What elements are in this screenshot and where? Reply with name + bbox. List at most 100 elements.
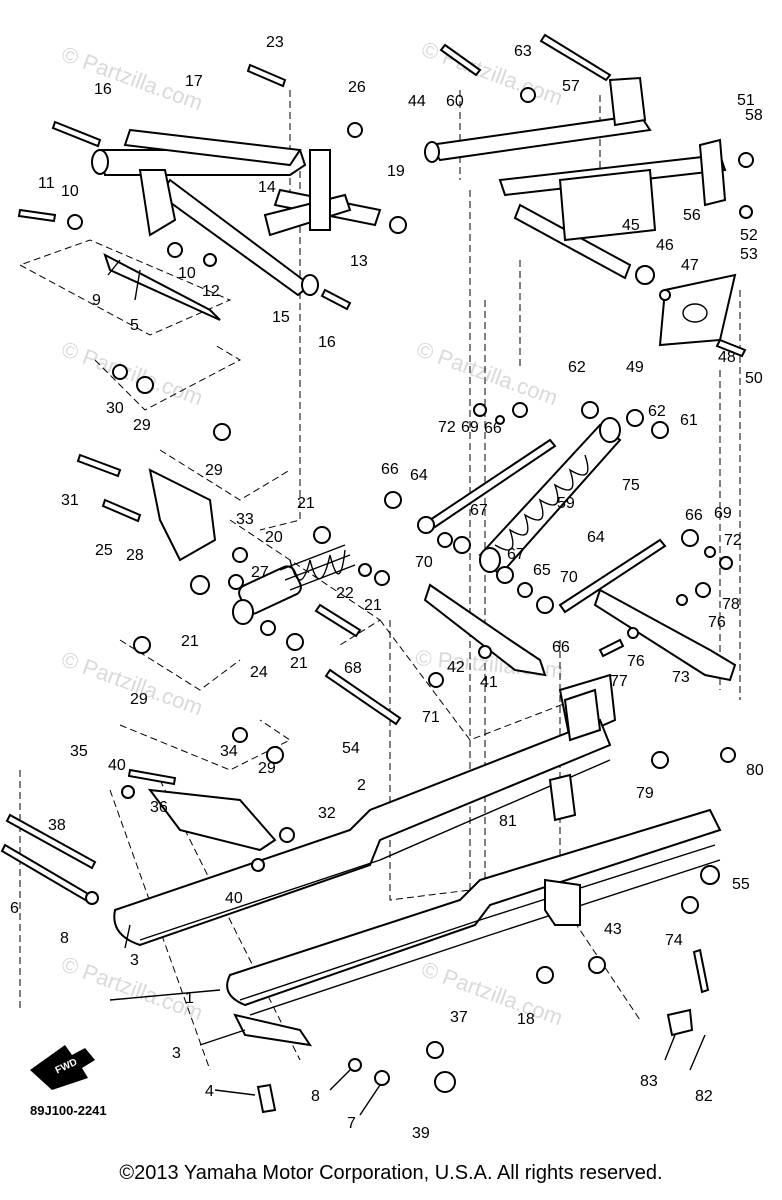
callout-label: 12 [202, 283, 220, 300]
callout-label: 37 [450, 1009, 468, 1026]
callout-label: 5 [130, 317, 139, 334]
callout-label: 50 [745, 370, 763, 387]
callout-label: 10 [178, 265, 196, 282]
callout-label: 15 [272, 309, 290, 326]
callout-label: 42 [447, 659, 465, 676]
callout-label: 19 [387, 163, 405, 180]
callout-label: 67 [470, 502, 488, 519]
callout-label: 51 [737, 92, 755, 109]
callout-label: 62 [648, 403, 666, 420]
callout-label: 21 [297, 495, 315, 512]
callout-label: 17 [185, 73, 203, 90]
callout-label: 16 [318, 334, 336, 351]
callout-label: 16 [94, 81, 112, 98]
callout-label: 68 [344, 660, 362, 677]
callout-label: 6 [10, 900, 19, 917]
callout-label: 26 [348, 79, 366, 96]
diagram-code: 89J100-2241 [30, 1103, 107, 1118]
callout-label: 29 [205, 462, 223, 479]
slide-rails [113, 688, 722, 1047]
front-swing-arm [91, 128, 382, 321]
callout-label: 61 [680, 412, 698, 429]
front-shock-absorber [232, 544, 356, 625]
callout-label: 4 [205, 1083, 214, 1100]
callout-label: 21 [364, 597, 382, 614]
rear-swing-arm [424, 76, 737, 347]
callout-label: 73 [672, 669, 690, 686]
callout-label: 71 [422, 709, 440, 726]
callout-label: 20 [265, 529, 283, 546]
callout-label: 45 [622, 217, 640, 234]
callout-label: 22 [336, 585, 354, 602]
callout-label: 80 [746, 762, 764, 779]
callout-label: 66 [381, 461, 399, 478]
callout-label: 67 [507, 546, 525, 563]
callout-label: 52 [740, 227, 758, 244]
callout-label: 69 [714, 505, 732, 522]
callout-label: 21 [181, 633, 199, 650]
callout-label: 40 [108, 757, 126, 774]
callout-label: 57 [562, 78, 580, 95]
rods-and-bolts [0, 33, 747, 994]
callout-label: 41 [480, 674, 498, 691]
callout-label: 55 [732, 876, 750, 893]
callout-label: 53 [740, 246, 758, 263]
callout-label: 29 [133, 417, 151, 434]
callout-label: 18 [517, 1011, 535, 1028]
callout-label: 27 [251, 564, 269, 581]
callout-label: 25 [95, 542, 113, 559]
callout-label: 66 [685, 507, 703, 524]
callout-label: 39 [412, 1125, 430, 1142]
rear-shock-absorber [478, 417, 622, 577]
callout-label: 79 [636, 785, 654, 802]
callout-label: 70 [560, 569, 578, 586]
callout-label: 49 [626, 359, 644, 376]
callout-label: 70 [415, 554, 433, 571]
callout-label: 40 [225, 890, 243, 907]
callout-label: 1 [185, 990, 194, 1007]
callout-label: 8 [60, 930, 69, 947]
callout-label: 76 [627, 653, 645, 670]
fwd-arrow-icon: FWD [30, 1045, 95, 1090]
callout-label: 82 [695, 1088, 713, 1105]
callout-label: 81 [499, 813, 517, 830]
callout-label: 34 [220, 743, 238, 760]
watermark: © Partzilla.com [413, 336, 561, 410]
callout-label: 58 [745, 107, 763, 124]
copyright-notice: ©2013 Yamaha Motor Corporation, U.S.A. A… [119, 1162, 663, 1184]
callout-labels: 1 2 3 3 4 5 6 7 8 8 9 10 10 11 12 13 14 … [10, 34, 764, 1142]
callout-label: 47 [681, 257, 699, 274]
callout-label: 14 [258, 179, 276, 196]
callout-label: 64 [410, 467, 428, 484]
callout-label: 78 [722, 596, 740, 613]
callout-label: 69 [461, 419, 479, 436]
callout-label: 28 [126, 547, 144, 564]
callout-label: 29 [130, 691, 148, 708]
callout-label: 72 [724, 532, 742, 549]
callout-label: 66 [484, 420, 502, 437]
callout-label: 23 [266, 34, 284, 51]
callout-label: 31 [61, 492, 79, 509]
callout-label: 83 [640, 1073, 658, 1090]
callout-label: 9 [92, 292, 101, 309]
callout-label: 32 [318, 805, 336, 822]
callout-label: 77 [610, 673, 628, 690]
callout-label: 3 [130, 952, 139, 969]
parts-diagram: © Partzilla.com © Partzilla.com © Partzi… [0, 33, 764, 1142]
callout-label: 66 [552, 639, 570, 656]
callout-label: 21 [290, 655, 308, 672]
callout-label: 38 [48, 817, 66, 834]
callout-label: 76 [708, 614, 726, 631]
callout-label: 8 [311, 1088, 320, 1105]
callout-label: 54 [342, 740, 360, 757]
callout-leaders [107, 259, 706, 1116]
callout-label: 64 [587, 529, 605, 546]
callout-label: 35 [70, 743, 88, 760]
callout-label: 56 [683, 207, 701, 224]
callout-label: 60 [446, 93, 464, 110]
callout-label: 7 [347, 1115, 356, 1132]
watermark: © Partzilla.com [418, 36, 566, 110]
callout-label: 11 [38, 175, 55, 192]
callout-label: 75 [622, 477, 640, 494]
callout-label: 59 [557, 495, 575, 512]
